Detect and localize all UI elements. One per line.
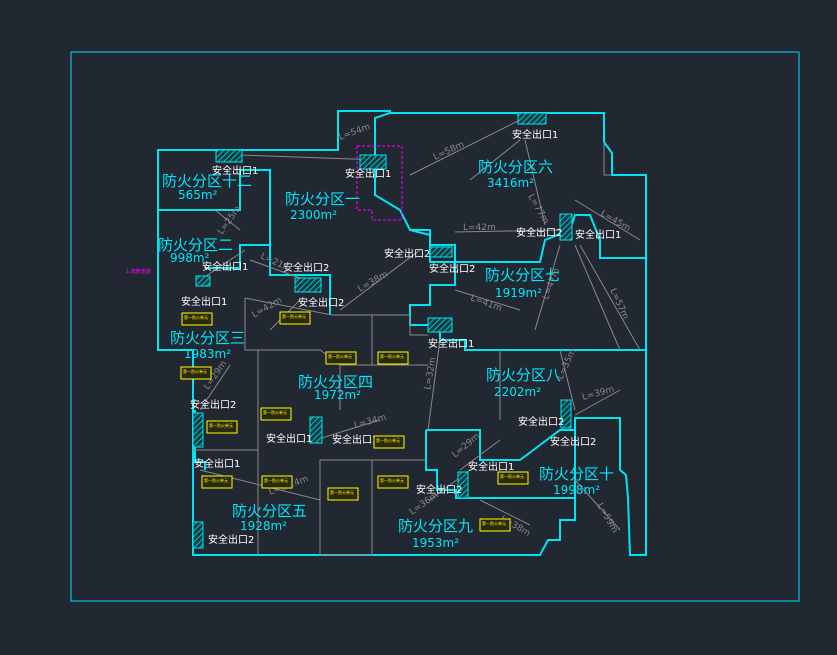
unit-tag: 第一防火单元: [325, 351, 357, 365]
svg-text:第一防火单元: 第一防火单元: [282, 313, 306, 319]
svg-text:第一防火单元: 第一防火单元: [264, 477, 288, 483]
svg-text:第一防火单元: 第一防火单元: [209, 422, 233, 428]
unit-tag: 第一防火单元: [181, 312, 213, 326]
exit-label: 安全出口1: [202, 260, 248, 273]
zone-area: 1953m²: [412, 536, 459, 550]
exit-label: 安全出口1: [345, 167, 391, 180]
zone-area: 1983m²: [184, 347, 231, 361]
zone-name: 防火分区八: [486, 366, 561, 384]
svg-text:第一防火单元: 第一防火单元: [330, 489, 354, 495]
svg-text:第一防火单元: 第一防火单元: [183, 368, 207, 374]
side-note: 1.疏散宽度: [126, 268, 151, 275]
unit-tag: 第一防火单元: [279, 311, 311, 325]
svg-text:第一防火单元: 第一防火单元: [380, 477, 404, 483]
svg-text:第一防火单元: 第一防火单元: [263, 409, 287, 415]
exit-label: 安全出口1: [512, 128, 558, 141]
exit-label: 安全出口2: [283, 261, 329, 274]
exit-label: 安全出口1: [468, 460, 514, 473]
zone-area: 3416m²: [487, 176, 534, 190]
unit-tag: 第一防火单元: [327, 487, 359, 501]
zone-area: 565m²: [178, 188, 218, 202]
zone-area: 998m²: [170, 251, 210, 265]
svg-text:第一防火单元: 第一防火单元: [482, 520, 506, 526]
exit-label: 安全出口2: [550, 435, 596, 448]
distance-label: L=29m: [451, 432, 483, 461]
exit-label: 安全出口2: [416, 483, 462, 496]
exit-label: 安全出口1: [575, 228, 621, 241]
zone-area: 1919m²: [495, 286, 542, 300]
distance-label: L=59m: [594, 502, 619, 535]
zone-name: 防火分区五: [232, 502, 307, 520]
drawing-frame: [70, 51, 800, 602]
distance-label: L=32m: [423, 357, 439, 391]
zone-area: 1928m²: [240, 519, 287, 533]
exit-label: 安全出口2: [518, 415, 564, 428]
zone-name: 防火分区三: [170, 329, 245, 347]
distance-label: L=38m: [357, 270, 390, 295]
exit-stairs: [192, 112, 573, 549]
zone-name: 防火分区十: [539, 465, 614, 483]
unit-tag: 第一防火单元: [479, 518, 511, 532]
distance-leaders: [199, 119, 641, 531]
distance-label: L=42m: [251, 296, 284, 321]
unit-tag: 第一防火单元: [261, 475, 293, 489]
distance-label: L=21m: [259, 252, 293, 275]
distance-label: L=34m: [353, 413, 387, 431]
unit-tag: 第一防火单元: [260, 407, 292, 421]
exit-label: 安全出口2: [429, 262, 475, 275]
unit-tag: 第一防火单元: [201, 475, 233, 489]
partition-lines: [193, 142, 612, 556]
zone-area: 2202m²: [494, 385, 541, 399]
selection-highlight[interactable]: [356, 145, 403, 221]
exit-labels: 安全出口1 安全出口1 安全出口1 安全出口2 安全出口1 安全出口2 安全出口…: [181, 128, 621, 546]
exit-label: 安全出口2: [516, 226, 562, 239]
exit-label: 安全出口2: [384, 247, 430, 260]
distance-label: L=77m: [525, 193, 550, 226]
unit-tag: 第一防火单元: [377, 351, 409, 365]
exit-label: 安全出口2: [298, 296, 344, 309]
zone-name: 防火分区二: [158, 236, 233, 254]
exit-label: 安全出口1: [428, 337, 474, 350]
distance-label: L=58m: [432, 140, 466, 163]
exit-label: 安全出口1: [212, 164, 258, 177]
unit-tag: 第一防火单元: [373, 435, 405, 449]
exit-label: 安全出口1: [266, 432, 312, 445]
svg-text:第一防火单元: 第一防火单元: [184, 314, 208, 320]
zone-area: 1972m²: [314, 388, 361, 402]
distance-label: L=57m: [607, 287, 630, 321]
zone-name: 防火分区四: [298, 373, 373, 391]
distance-label: L=54m: [338, 122, 372, 143]
svg-text:第一防火单元: 第一防火单元: [380, 353, 404, 359]
zone-area: 2300m²: [290, 208, 337, 222]
zone-labels: 防火分区一 2300m² 防火分区二 998m² 防火分区三 1983m² 防火…: [158, 158, 614, 550]
unit-tag: 第一防火单元: [497, 471, 529, 485]
svg-text:第一防火单元: 第一防火单元: [328, 353, 352, 359]
unit-tag: 第一防火单元: [377, 475, 409, 489]
zone-name: 防火分区一: [285, 190, 360, 208]
unit-tag: 第一防火单元: [206, 420, 238, 434]
svg-text:第一防火单元: 第一防火单元: [376, 437, 400, 443]
exit-label: 安全出口1: [332, 433, 378, 446]
distance-label: L=39m: [581, 385, 615, 403]
svg-text:第一防火单元: 第一防火单元: [204, 477, 228, 483]
distance-label: L=42m: [463, 223, 496, 233]
distance-label: L=35m: [556, 347, 579, 381]
zone-name: 防火分区七: [485, 266, 560, 284]
zone-name: 防火分区六: [478, 158, 553, 176]
unit-tags: 第一防火单元 第一防火单元 第一防火单元 第一防火单元 第一防火单元 第一防火单…: [180, 311, 529, 532]
exit-label: 安全出口1: [194, 457, 240, 470]
zone-name: 防火分区十二: [162, 172, 252, 190]
zone-name: 防火分区九: [398, 517, 473, 535]
zone-area: 1998m²: [553, 483, 600, 497]
building-outline: [157, 110, 647, 556]
svg-text:第一防火单元: 第一防火单元: [500, 473, 524, 479]
exit-label: 安全出口2: [190, 398, 236, 411]
exit-label: 安全出口2: [208, 533, 254, 546]
unit-tag: 第一防火单元: [180, 366, 212, 380]
exit-label: 安全出口1: [181, 295, 227, 308]
